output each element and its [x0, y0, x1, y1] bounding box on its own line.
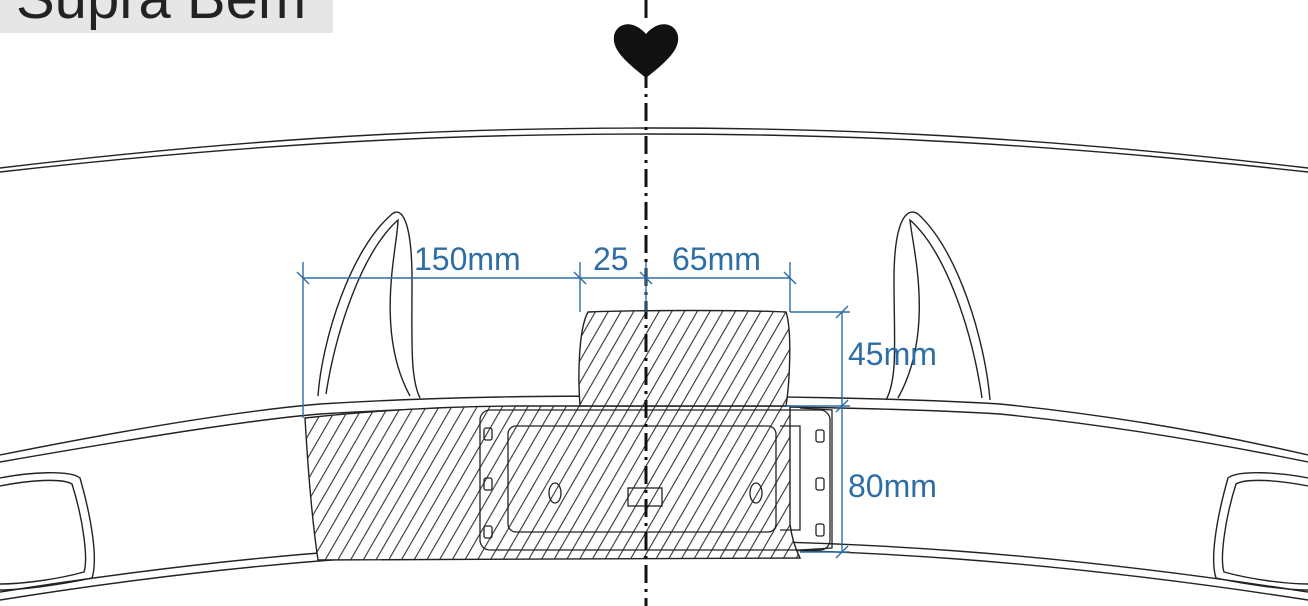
dim-lower-height: 80mm — [848, 468, 937, 504]
dim-upper-left: 25 — [593, 241, 629, 277]
title-banner — [0, 0, 333, 33]
dim-upper-height: 45mm — [848, 336, 937, 372]
dimension-lines — [296, 262, 850, 559]
dim-left-offset: 150mm — [414, 241, 521, 277]
plate-bracket — [479, 407, 833, 551]
page-title: Supra Bem — [16, 0, 306, 28]
dim-upper-right: 65mm — [672, 241, 761, 277]
upper-mounting-zone — [578, 309, 791, 407]
lower-mounting-zone — [304, 405, 802, 561]
heart-icon — [613, 24, 679, 78]
